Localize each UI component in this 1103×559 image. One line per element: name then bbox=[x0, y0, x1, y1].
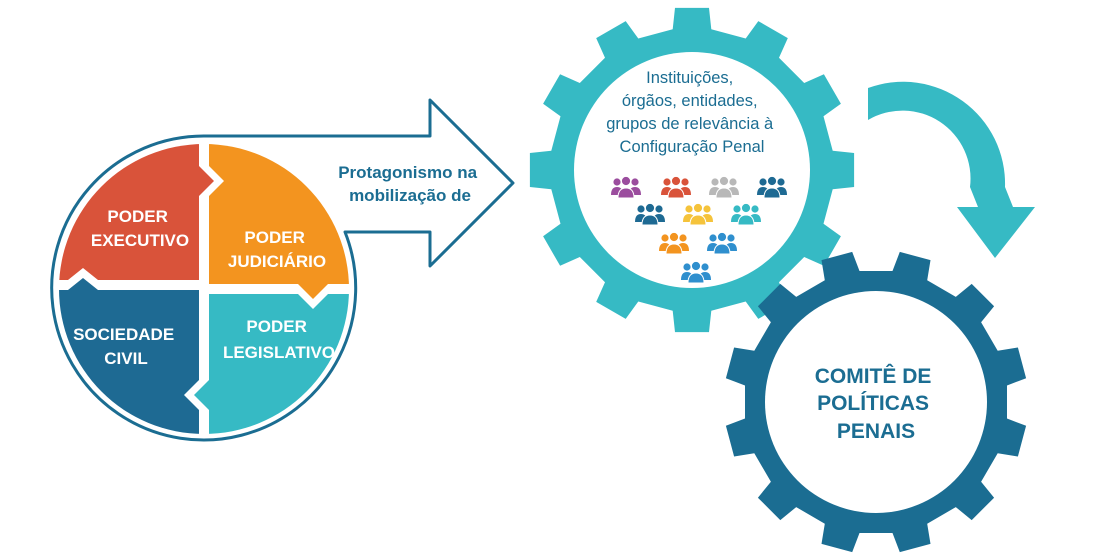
people-group-icon bbox=[635, 202, 665, 226]
people-group-icon bbox=[681, 260, 711, 284]
executivo-label: PODER EXECUTIVO bbox=[91, 207, 189, 250]
people-group-icon bbox=[659, 231, 689, 255]
arrow-label: Protagonismo na mobilização de bbox=[338, 163, 482, 205]
gear-top-inner bbox=[574, 52, 810, 288]
gear-top-text: Instituições, órgãos, entidades, grupos … bbox=[606, 69, 778, 156]
people-group-icon bbox=[707, 231, 737, 255]
people-group-icon bbox=[611, 175, 641, 199]
people-group-icon bbox=[683, 202, 713, 226]
people-group-icon bbox=[757, 175, 787, 199]
people-icons-group bbox=[611, 175, 787, 284]
people-group-icon bbox=[731, 202, 761, 226]
cycle-arrow-icon bbox=[868, 81, 1035, 258]
legislativo-label: PODER LEGISLATIVO bbox=[223, 317, 335, 362]
people-group-icon bbox=[709, 175, 739, 199]
gear-bottom-inner bbox=[765, 291, 987, 513]
people-group-icon bbox=[661, 175, 691, 199]
sociedade-label: SOCIEDADE CIVIL bbox=[73, 325, 179, 368]
gear-bottom-text: COMITÊ DE POLÍTICAS PENAIS bbox=[815, 364, 938, 443]
judiciario-label: PODER JUDICIÁRIO bbox=[228, 228, 326, 271]
